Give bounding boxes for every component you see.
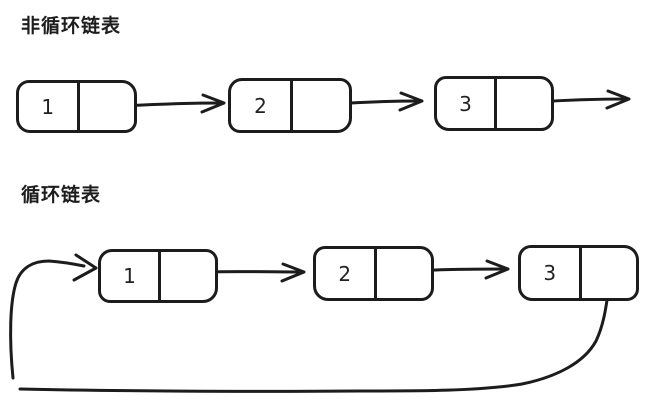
node-value: 1 [41,94,55,119]
section-label-circular: 循环链表 [21,184,102,206]
node-divider [494,78,497,129]
next-pointer-arrow-1-2 [120,93,226,114]
node-pointer-cell [377,249,432,298]
list-node: 1 [16,80,137,133]
list-node: 3 [518,245,639,301]
node-divider [373,248,377,299]
node-pointer-cell [80,83,135,130]
node-pointer-cell [497,79,551,128]
node-divider [158,251,161,301]
node-value: 3 [543,261,557,285]
next-pointer-arrow-c1-c2 [203,262,306,283]
list-node: 1 [98,249,218,303]
list-node: 2 [313,246,434,301]
node-divider [290,80,293,131]
list-node: 3 [434,76,554,131]
node-pointer-cell [582,248,637,298]
head-entry-arrow [9,253,98,380]
section-label-noncircular: 非循环链表 [21,15,122,37]
node-value: 1 [123,264,136,288]
list-node: 2 [228,78,352,133]
node-divider [578,247,582,299]
node-pointer-cell [161,252,215,300]
node-value: 3 [459,91,472,116]
node-pointer-cell [293,81,349,130]
node-divider [76,82,80,131]
node-value: 2 [338,261,352,286]
node-value: 2 [254,93,267,118]
